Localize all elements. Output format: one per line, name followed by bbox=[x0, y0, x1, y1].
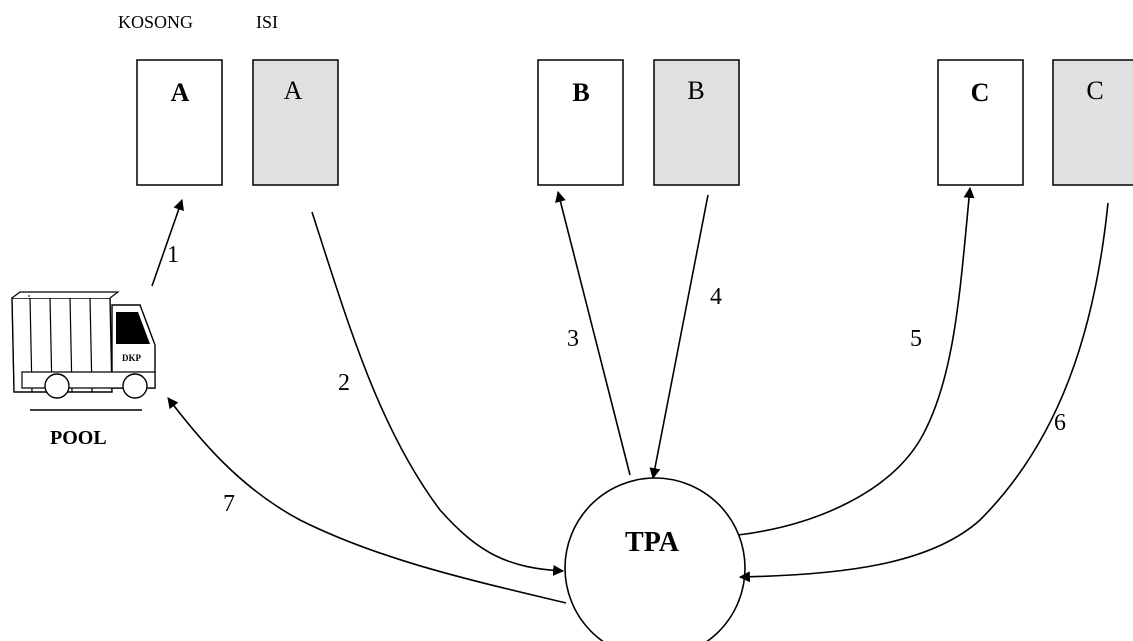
box-b-empty-label: B bbox=[572, 78, 589, 107]
tpa-label: TPA bbox=[625, 527, 680, 558]
step-1: 1 bbox=[167, 242, 179, 268]
box-c-empty bbox=[937, 59, 1024, 186]
box-a-full bbox=[252, 59, 339, 186]
arrow-4 bbox=[649, 194, 709, 480]
box-b-full-label: B bbox=[687, 76, 704, 105]
truck-plate: DKP bbox=[122, 353, 142, 363]
step-5: 5 bbox=[910, 326, 922, 352]
box-a-empty-label: A bbox=[171, 78, 190, 107]
box-c-full-label: C bbox=[1086, 76, 1103, 105]
step-3: 3 bbox=[567, 326, 579, 352]
arrow-6 bbox=[738, 202, 1109, 583]
container-a: A A bbox=[136, 59, 339, 186]
arrow-7 bbox=[167, 397, 567, 604]
box-b-full bbox=[653, 59, 740, 186]
arrow-2 bbox=[311, 211, 565, 576]
arrow-5 bbox=[737, 186, 975, 536]
step-2: 2 bbox=[338, 370, 350, 396]
container-b: B B bbox=[537, 59, 740, 186]
truck-icon: DKP bbox=[11, 291, 156, 399]
box-b-empty bbox=[537, 59, 624, 186]
box-c-empty-label: C bbox=[971, 78, 990, 107]
arrow-1 bbox=[151, 198, 184, 287]
box-a-full-label: A bbox=[284, 76, 303, 105]
box-c-full bbox=[1052, 59, 1133, 186]
step-7: 7 bbox=[223, 491, 235, 517]
box-a-empty bbox=[136, 59, 223, 186]
step-4: 4 bbox=[710, 284, 722, 310]
tpa-circle bbox=[564, 477, 746, 641]
header-empty: KOSONG bbox=[118, 12, 193, 32]
pool-label: POOL bbox=[50, 427, 107, 449]
arrow-3 bbox=[555, 190, 631, 476]
container-c: C C bbox=[937, 59, 1133, 186]
step-6: 6 bbox=[1054, 410, 1066, 436]
header-full: ISI bbox=[256, 12, 278, 32]
